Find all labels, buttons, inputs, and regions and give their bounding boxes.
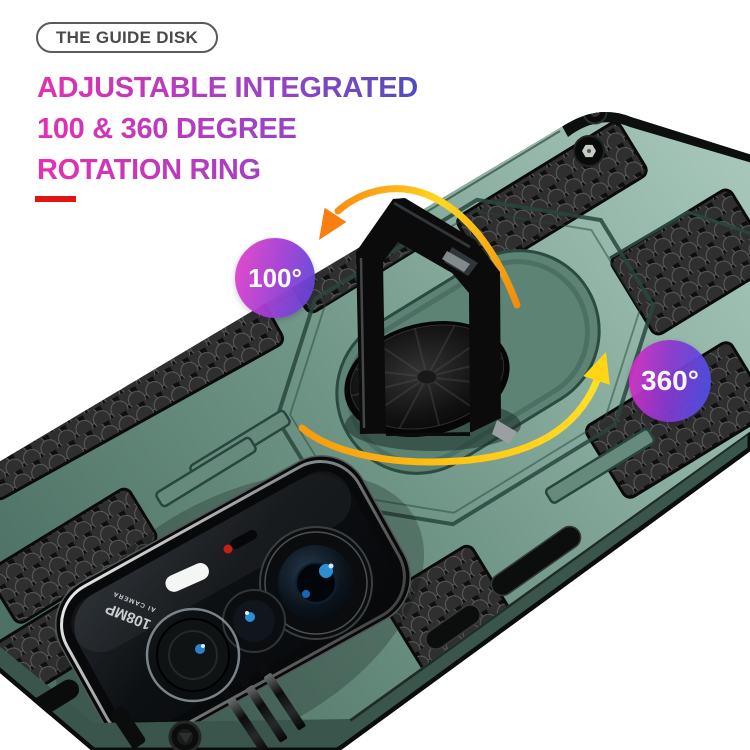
power-button[interactable]	[422, 601, 484, 653]
title-accent-underline	[35, 196, 76, 202]
badge-360-label: 360°	[641, 365, 699, 396]
guide-disk-label: THE GUIDE DISK	[56, 27, 199, 47]
armor-ridge-lines	[274, 197, 750, 527]
rotation-arrow-360	[298, 352, 610, 466]
title-line-3: ROTATION RING	[37, 154, 261, 186]
camera-module: 108MP AI CAMERA	[54, 455, 425, 723]
guide-disk-pill: THE GUIDE DISK	[36, 22, 219, 53]
badge-100-label: 100°	[248, 262, 302, 293]
vent-stripes	[221, 664, 306, 750]
volume-button[interactable]	[487, 522, 585, 600]
armor-chevrons	[155, 409, 656, 508]
secondary-lens	[222, 589, 286, 653]
ring-foot	[492, 420, 517, 444]
edge-button[interactable]	[379, 711, 438, 750]
badge-100-degree: 100°	[235, 238, 315, 318]
kickstand-ring[interactable]	[356, 198, 517, 444]
title-line-2: 100 & 360 DEGREE	[37, 113, 297, 145]
camera-bezel	[60, 460, 406, 723]
flash-led	[165, 563, 209, 592]
arrowhead-360	[583, 352, 610, 385]
arrowhead-100	[319, 207, 347, 240]
page-title: ADJUSTABLE INTEGRATED 100 & 360 DEGREE R…	[37, 68, 477, 191]
red-indicator-dot	[223, 544, 233, 554]
badge-360-degree: 360°	[629, 340, 711, 422]
wide-lens	[145, 607, 241, 703]
title-line-1: ADJUSTABLE INTEGRATED	[37, 72, 418, 104]
main-lens	[259, 526, 373, 640]
rotation-arrow-100	[319, 185, 521, 309]
